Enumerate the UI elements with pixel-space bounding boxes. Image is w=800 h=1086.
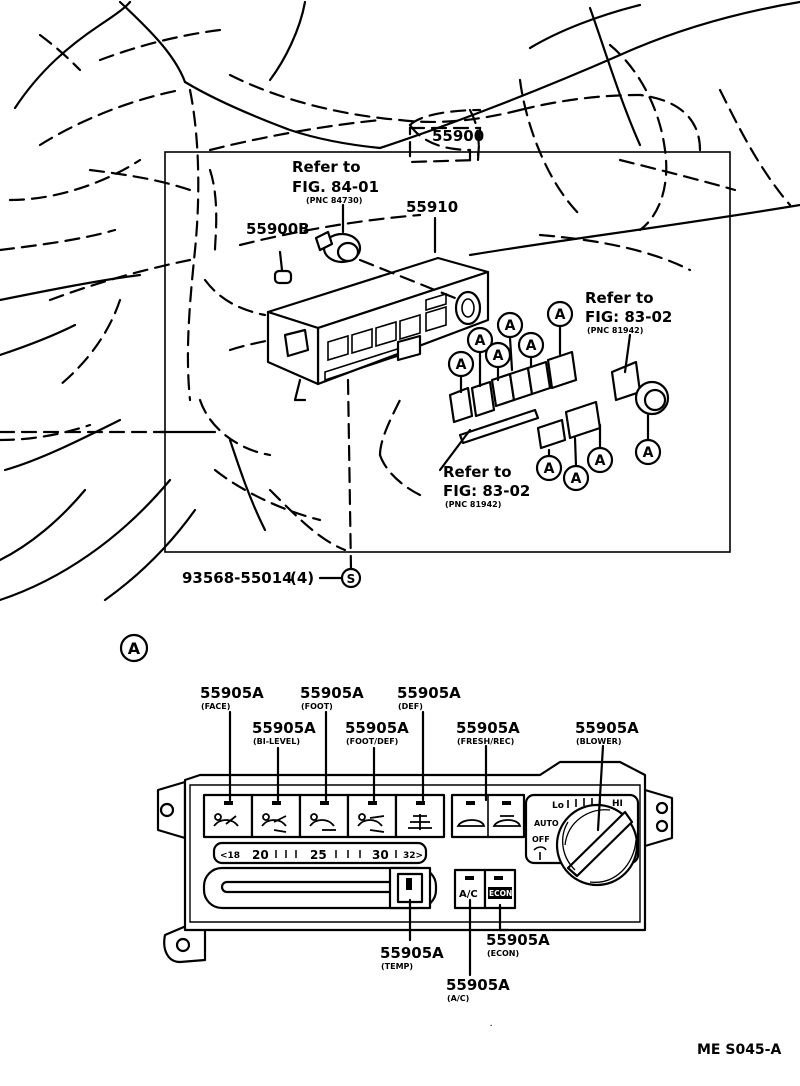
callout-a-9: A — [586, 446, 614, 474]
part-55900-label: 55900 — [432, 127, 484, 145]
refer-83-02-b-line1: Refer to — [443, 463, 512, 481]
svg-text:A: A — [475, 333, 486, 349]
svg-text:A: A — [643, 445, 654, 461]
temp-scale-low: <18 — [220, 851, 240, 861]
face-part: 55905A — [200, 684, 264, 702]
def-note: (DEF) — [398, 702, 423, 711]
detail-labels: 55905A (FACE) 55905A (FOOT) 55905A (DEF)… — [200, 684, 639, 1003]
foot-def-part: 55905A — [345, 719, 409, 737]
foot-def-note: (FOOT/DEF) — [346, 737, 398, 746]
refer-84-01-line1: Refer to — [292, 158, 361, 176]
refer-83-02-b-pnc: (PNC 81942) — [445, 500, 501, 509]
svg-text:A: A — [526, 338, 537, 354]
temp-scale-20: 20 — [252, 848, 269, 862]
bi-level-part: 55905A — [252, 719, 316, 737]
blower-note: (BLOWER) — [576, 737, 621, 746]
detail-a-header: A — [119, 633, 149, 663]
svg-text:A: A — [555, 307, 566, 323]
footer-code: ME S045-A — [697, 1042, 781, 1058]
blower-auto: AUTO — [534, 819, 559, 828]
blower-lo: Lo — [552, 801, 564, 811]
screw-part-label: 93568-55014 — [182, 569, 293, 587]
svg-text:A: A — [595, 453, 606, 469]
dashboard-outline — [0, 0, 800, 602]
bi-level-note: (BI-LEVEL) — [253, 737, 300, 746]
detail-frame — [164, 151, 731, 553]
fresh-rec-part: 55905A — [456, 719, 520, 737]
blower-off: OFF — [532, 835, 550, 844]
screw-symbol-circle — [340, 567, 362, 589]
temp-scale-high: 32> — [403, 851, 423, 861]
foot-part: 55905A — [300, 684, 364, 702]
callout-a-1: A — [447, 350, 475, 378]
callout-a-10: A — [634, 438, 662, 466]
screw-symbol: S — [347, 572, 356, 586]
svg-text:.: . — [490, 1021, 492, 1028]
callout-a-8: A — [562, 464, 590, 492]
refer-84-01-pnc: (PNC 84730) — [306, 196, 362, 205]
refer-84-01-line2: FIG. 84-01 — [292, 178, 379, 196]
svg-text:A: A — [505, 318, 516, 334]
callout-a-6: A — [546, 300, 574, 328]
callout-a-7: A — [535, 454, 563, 482]
callout-a-2: A — [466, 326, 494, 354]
svg-text:A: A — [571, 471, 582, 487]
blower-part: 55905A — [575, 719, 639, 737]
econ-note: (ECON) — [487, 949, 519, 958]
svg-text:A: A — [456, 357, 467, 373]
svg-text:A: A — [128, 639, 141, 658]
screw-qty-label: (4) — [290, 569, 314, 587]
heater-control-unit — [266, 256, 490, 402]
callout-a-group: A A A A A A A A A A — [447, 300, 662, 492]
ac-part: 55905A — [446, 976, 510, 994]
callout-a-4: A — [496, 311, 524, 339]
part-55900-bracket — [408, 126, 482, 164]
callout-a-3: A — [484, 341, 512, 369]
upper-labels: Refer to FIG. 84-01 (PNC 84730) 55900 55… — [182, 127, 672, 589]
svg-text:A: A — [493, 348, 504, 364]
part-55910-label: 55910 — [406, 198, 458, 216]
temp-scale-30: 30 — [372, 848, 389, 862]
part-55900B-label: 55900B — [246, 220, 310, 238]
refer-83-02-a-line2: FIG: 83-02 — [585, 308, 672, 326]
ac-note: (A/C) — [447, 994, 469, 1003]
refer-83-02-a-pnc: (PNC 81942) — [587, 326, 643, 335]
refer-84-01-part — [314, 203, 462, 302]
temp-note: (TEMP) — [381, 962, 413, 971]
exploded-knobs — [448, 350, 670, 450]
fresh-rec-note: (FRESH/REC) — [457, 737, 514, 746]
face-note: (FACE) — [201, 702, 230, 711]
econ-part: 55905A — [486, 931, 550, 949]
econ-button-text: ECON — [489, 889, 512, 898]
refer-83-02-b-line2: FIG: 83-02 — [443, 482, 530, 500]
ac-button-text: A/C — [459, 889, 478, 900]
control-panel-front: <18 20 25 30 32> A/C ECON Lo HI AUTO OFF — [156, 760, 674, 964]
temp-scale-25: 25 — [310, 848, 327, 862]
svg-text:A: A — [544, 461, 555, 477]
part-55900B-bulb — [273, 250, 293, 285]
foot-note: (FOOT) — [301, 702, 333, 711]
callout-a-5: A — [517, 331, 545, 359]
detail-leaders — [228, 710, 605, 977]
leader-lines — [346, 216, 650, 572]
temp-part: 55905A — [380, 944, 444, 962]
def-part: 55905A — [397, 684, 461, 702]
blower-hi: HI — [612, 799, 623, 809]
refer-83-02-a-line1: Refer to — [585, 289, 654, 307]
